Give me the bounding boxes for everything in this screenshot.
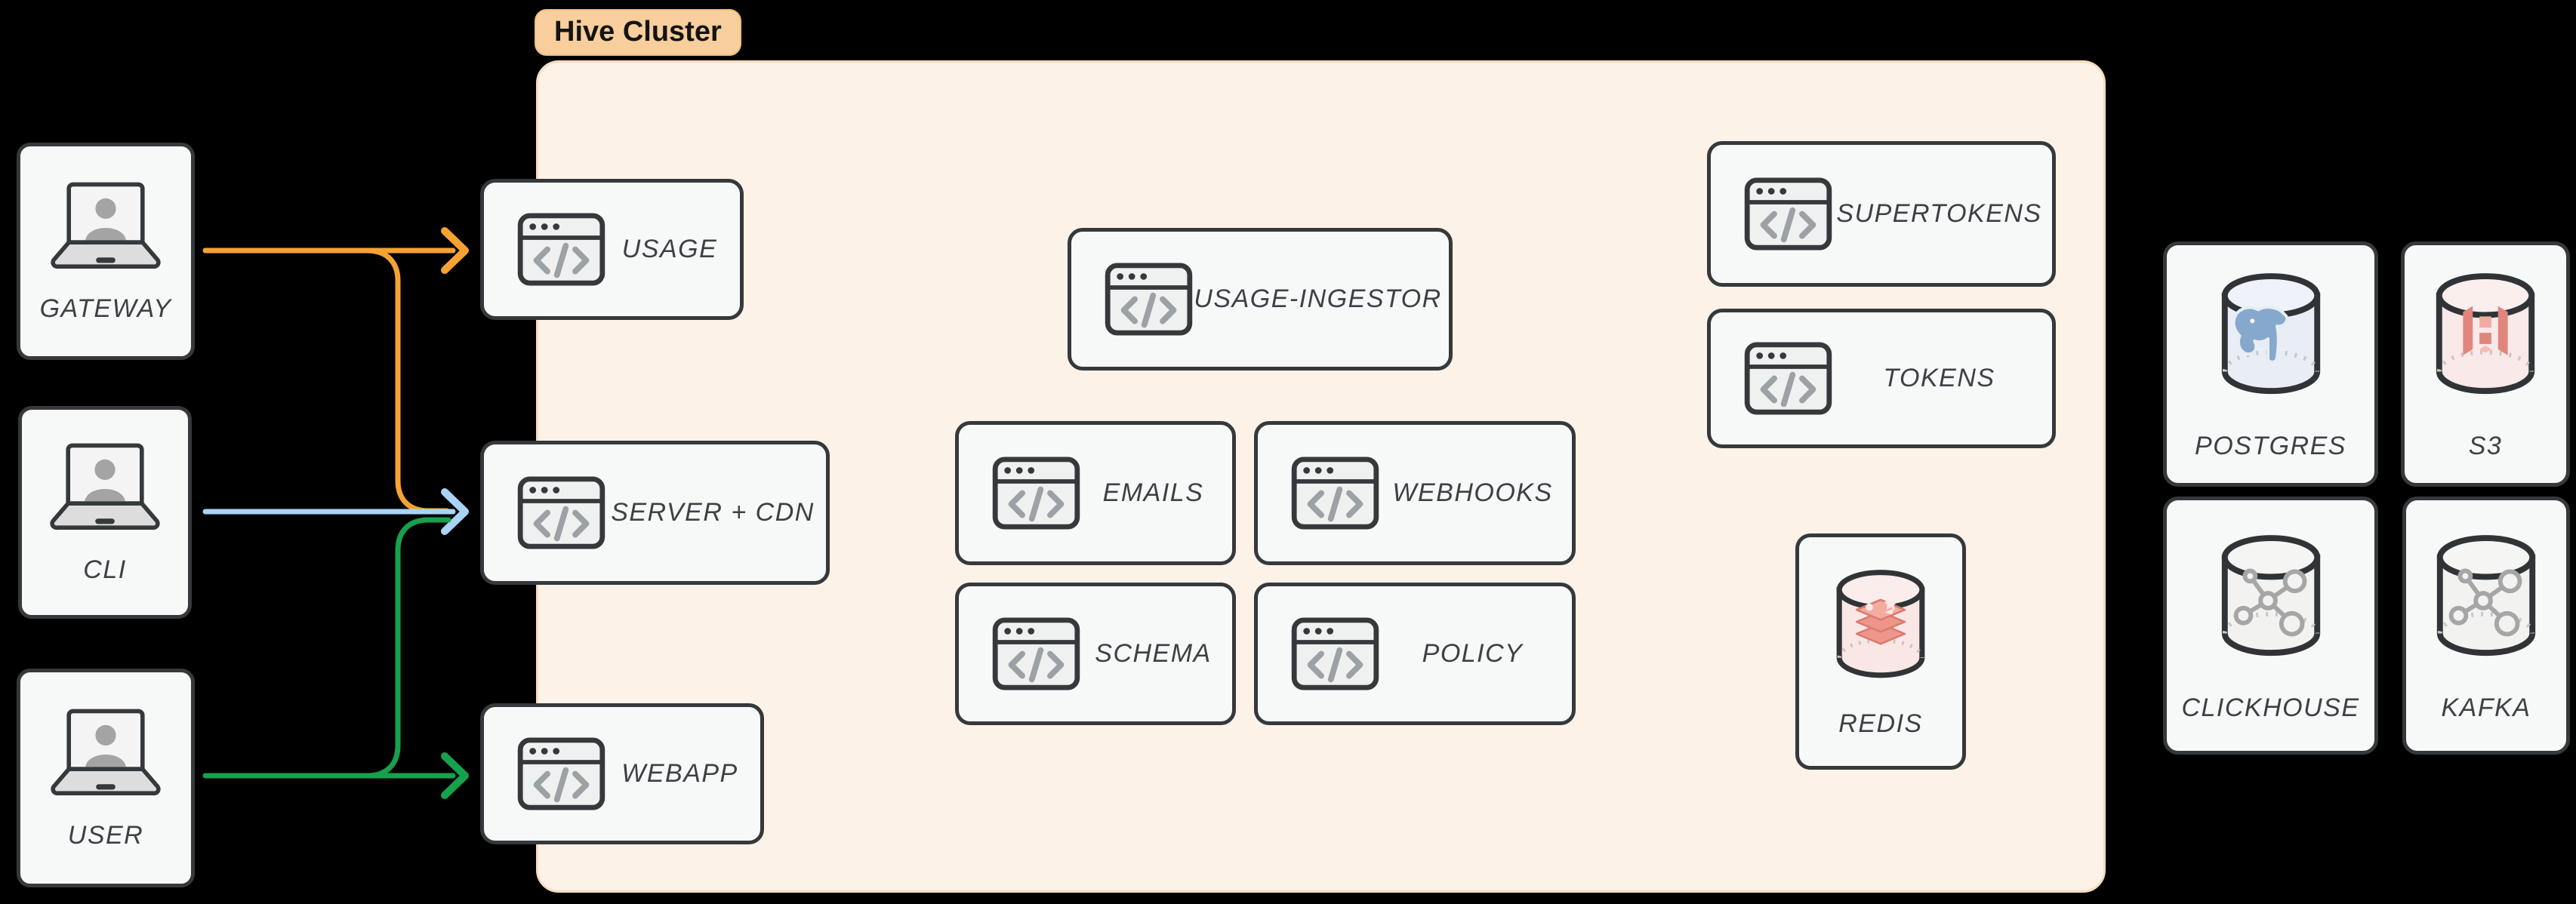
clickhouse-db-icon — [2211, 529, 2331, 671]
code-window-icon — [517, 737, 605, 810]
datastore-node-s3: S3 — [2401, 241, 2570, 487]
service-node-webapp: WEBAPP — [480, 703, 764, 844]
code-window-icon — [992, 617, 1080, 690]
kafka-db-icon — [2427, 529, 2546, 671]
datastore-node-postgres: POSTGRES — [2163, 241, 2378, 487]
service-label: SCHEMA — [1095, 639, 1212, 668]
service-label: USAGE — [621, 235, 718, 263]
edge-user-servercdn — [364, 517, 451, 779]
service-node-supertokens: SUPERTOKENS — [1707, 141, 2056, 287]
service-node-usage-ingestor: USAGE-INGESTOR — [1068, 228, 1453, 371]
service-label: EMAILS — [1102, 478, 1204, 507]
code-window-icon — [1291, 617, 1379, 690]
cluster-title: Hive Cluster — [554, 16, 722, 48]
laptop-user-icon — [45, 441, 165, 537]
service-label: SUPERTOKENS — [1836, 199, 2042, 228]
service-label: POLICY — [1422, 639, 1524, 668]
redis-db-icon — [1827, 564, 1934, 691]
laptop-user-icon — [45, 180, 166, 276]
service-node-emails: EMAILS — [955, 421, 1236, 565]
datastore-node-redis: REDIS — [1795, 533, 1966, 770]
datastore-node-clickhouse: CLICKHOUSE — [2163, 497, 2378, 755]
service-node-tokens: TOKENS — [1707, 309, 2056, 448]
actor-label: GATEWAY — [39, 294, 172, 323]
edge-gateway-servercdn — [364, 248, 450, 514]
service-node-schema: SCHEMA — [955, 583, 1236, 725]
cluster-title-pill: Hive Cluster — [535, 9, 741, 56]
actor-node-gateway: GATEWAY — [17, 143, 195, 360]
datastore-label: KAFKA — [2441, 693, 2531, 722]
edge-gateway-usage-arrowhead-icon — [441, 227, 469, 274]
service-node-webhooks: WEBHOOKS — [1254, 421, 1576, 565]
datastore-label: S3 — [2468, 432, 2503, 460]
datastore-label: CLICKHOUSE — [2181, 693, 2360, 722]
service-label: USAGE-INGESTOR — [1194, 284, 1442, 313]
actor-node-user: USER — [17, 669, 195, 887]
s3-db-icon — [2426, 267, 2545, 409]
service-node-usage: USAGE — [480, 179, 744, 320]
service-label: SERVER + CDN — [611, 498, 815, 527]
service-node-policy: POLICY — [1254, 583, 1576, 725]
datastore-label: REDIS — [1838, 709, 1923, 738]
datastore-node-kafka: KAFKA — [2402, 497, 2570, 755]
edge-cli-servercdn-arrowhead-icon — [441, 488, 469, 535]
edge-user-webapp-arrowhead-icon — [441, 752, 469, 799]
actor-label: CLI — [83, 555, 127, 584]
laptop-user-icon — [45, 706, 166, 803]
code-window-icon — [1744, 342, 1832, 415]
postgres-db-icon — [2211, 267, 2331, 409]
code-window-icon — [1105, 263, 1193, 336]
service-node-server-cdn: SERVER + CDN — [480, 441, 830, 585]
service-label: WEBAPP — [621, 759, 738, 788]
code-window-icon — [1291, 457, 1379, 530]
code-window-icon — [517, 476, 605, 549]
actor-label: USER — [67, 820, 144, 850]
code-window-icon — [517, 213, 605, 286]
code-window-icon — [992, 457, 1080, 530]
code-window-icon — [1744, 177, 1832, 251]
actor-node-cli: CLI — [18, 406, 192, 619]
datastore-label: POSTGRES — [2195, 432, 2346, 460]
service-label: WEBHOOKS — [1392, 478, 1553, 507]
service-label: TOKENS — [1883, 364, 1995, 392]
